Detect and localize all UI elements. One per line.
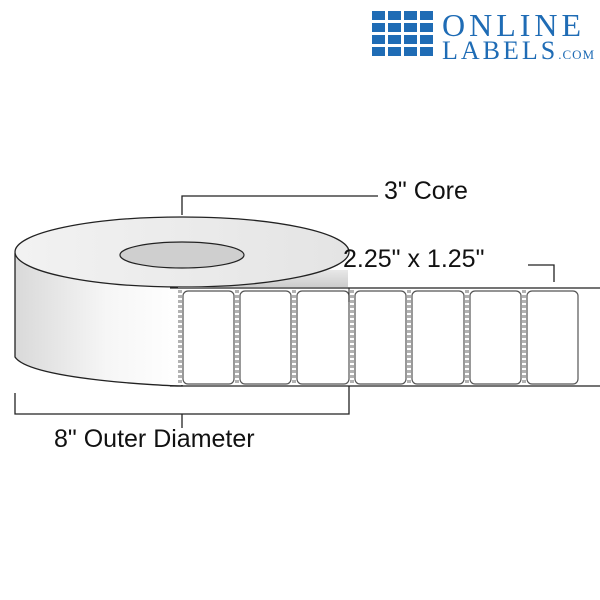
logo-com-text: .COM: [558, 47, 596, 62]
label-6: [469, 290, 522, 385]
dimension-lines: [14, 195, 555, 428]
label-dimensions-label: 2.25" x 1.25": [343, 245, 485, 273]
online-labels-logo: ONLINE LABELS.COM: [372, 7, 595, 66]
label-2: [239, 290, 292, 385]
label-7: [526, 290, 579, 385]
label-size-callout-line: [528, 264, 555, 282]
core-callout-line: [181, 195, 378, 215]
label-3: [296, 290, 350, 385]
label-1: [182, 290, 235, 385]
core-size-label: 3" Core: [384, 177, 468, 205]
label-5: [411, 290, 465, 385]
grid-logo-icon: [372, 11, 433, 56]
logo-labels-word: LABELS: [442, 36, 559, 65]
logo-online-text: ONLINE: [442, 7, 586, 43]
core-hole: [119, 241, 245, 269]
outer-diameter-bracket: [14, 386, 350, 415]
label-4: [354, 290, 407, 385]
outer-diameter-label: 8" Outer Diameter: [54, 425, 255, 453]
label-strip: [170, 287, 600, 387]
logo-labels-text: LABELS.COM: [442, 36, 595, 66]
roll-body: [14, 216, 350, 387]
